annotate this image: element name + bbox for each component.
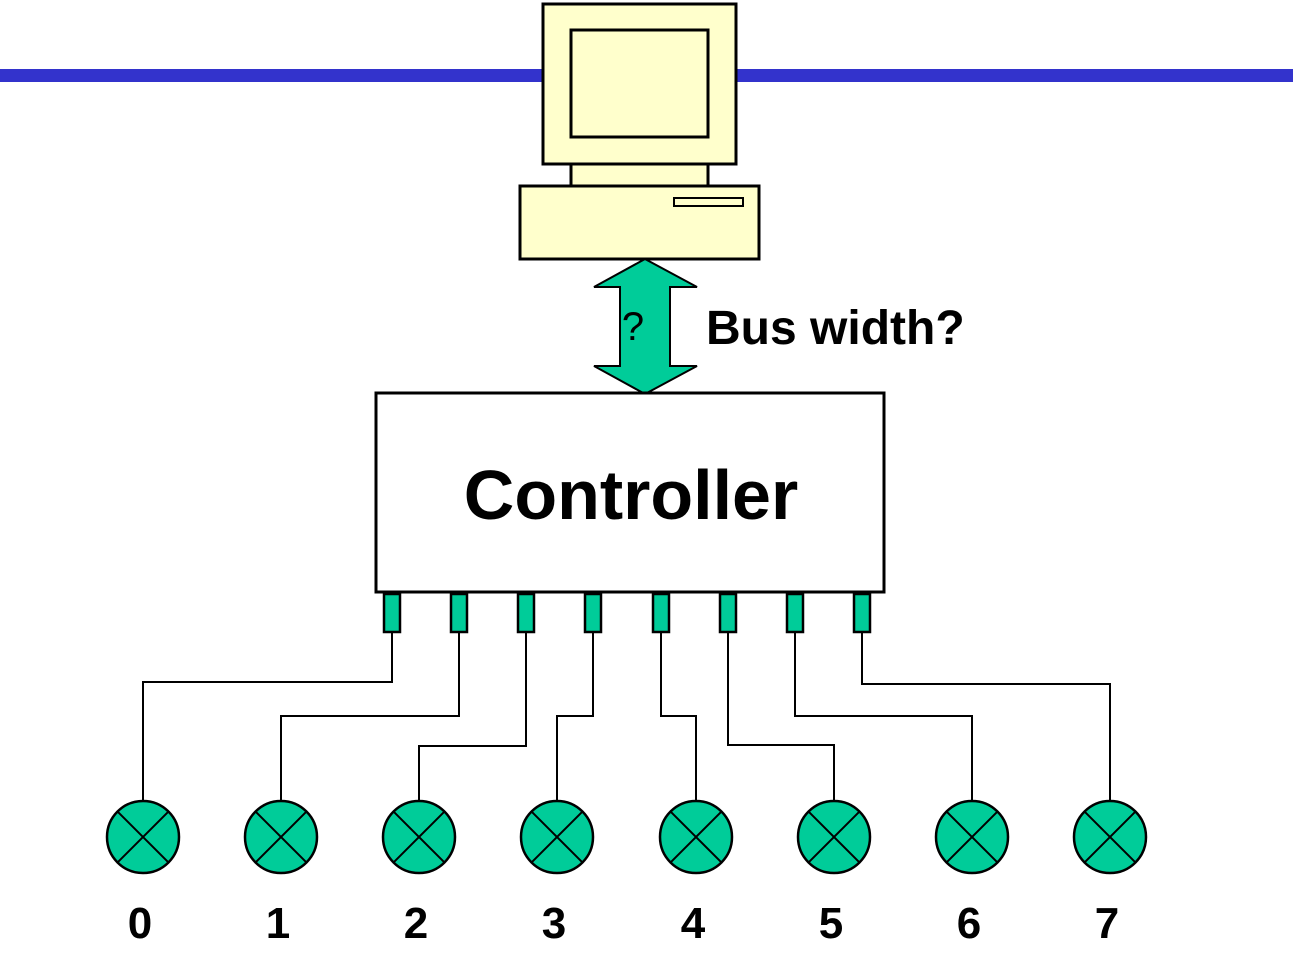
double-headed-arrow-icon [593,257,698,396]
wire [861,632,1111,801]
lamp-label: 1 [266,899,290,948]
lamp-label: 6 [957,899,981,948]
lamp-icon [381,799,457,875]
controller-pin [583,592,603,634]
monitor-screen [569,28,710,139]
bus-width-caption: Bus width? [706,302,965,355]
wire [556,632,594,801]
lamp-label: 4 [681,899,706,948]
drive-slot [673,197,744,207]
wire [280,632,460,801]
lamp-icon [934,799,1010,875]
controller-pin [382,592,402,634]
controller-pin [785,592,805,634]
lamp-label: 7 [1095,899,1119,948]
controller-label: Controller [464,456,798,534]
lamp-labels: 0 1 2 3 4 5 6 7 [128,899,1119,948]
lamp-label: 5 [819,899,843,948]
controller-pins [382,592,872,634]
desktop-computer-icon [518,2,761,261]
wires [142,632,1111,801]
controller-pin [852,592,872,634]
lamp-icon [519,799,595,875]
lamp-cross [530,810,584,864]
controller-box [374,391,886,594]
bus-arrow: ? [593,257,698,396]
lamp-cross [945,810,999,864]
lamp-icon [796,799,872,875]
lamp-icon [658,799,734,875]
lamp-icon [105,799,181,875]
monitor-neck [569,162,710,188]
lamp-cross [1083,810,1137,864]
lamp-cross [116,810,170,864]
lamps [105,799,1148,875]
lamp-icon [243,799,319,875]
lamp-icon [1072,799,1148,875]
lamp-label: 2 [404,899,428,948]
lamp-label: 3 [542,899,566,948]
lamp-cross [669,810,723,864]
wire [418,632,527,801]
wire [142,632,393,801]
lamp-cross [392,810,446,864]
controller-pin [651,592,671,634]
controller-pin [449,592,469,634]
controller-pin [718,592,738,634]
controller-pin [516,592,536,634]
wire [794,632,973,801]
computer-base [518,184,761,261]
lamp-cross [254,810,308,864]
wire [660,632,697,801]
lamp-cross [807,810,861,864]
bus-arrow-label: ? [622,305,644,349]
lamp-label: 0 [128,899,152,948]
wire [727,632,835,801]
